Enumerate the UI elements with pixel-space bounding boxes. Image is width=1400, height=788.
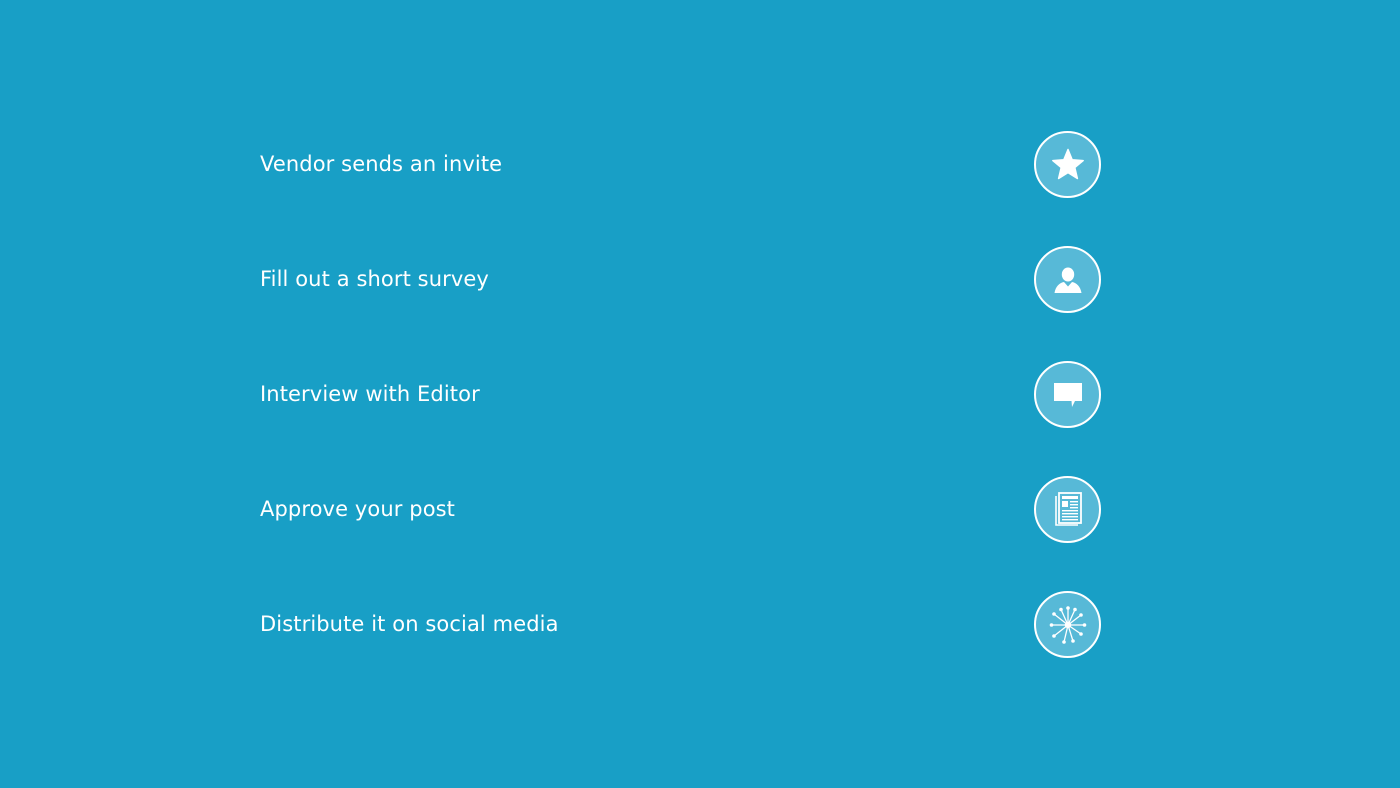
process-steps: Vendor sends an invite Fill out a short … xyxy=(260,131,1101,658)
chat-bubble-icon xyxy=(1034,361,1101,428)
user-icon xyxy=(1034,246,1101,313)
step-approve-post: Approve your post xyxy=(260,476,1101,543)
step-survey: Fill out a short survey xyxy=(260,246,1101,313)
network-hub-icon xyxy=(1034,591,1101,658)
step-label: Vendor sends an invite xyxy=(260,152,503,176)
step-vendor-invite: Vendor sends an invite xyxy=(260,131,1101,198)
step-label: Fill out a short survey xyxy=(260,267,489,291)
step-label: Interview with Editor xyxy=(260,382,480,406)
newspaper-icon xyxy=(1034,476,1101,543)
step-distribute: Distribute it on social media xyxy=(260,591,1101,658)
step-label: Distribute it on social media xyxy=(260,612,559,636)
star-icon xyxy=(1034,131,1101,198)
step-interview: Interview with Editor xyxy=(260,361,1101,428)
step-label: Approve your post xyxy=(260,497,456,521)
